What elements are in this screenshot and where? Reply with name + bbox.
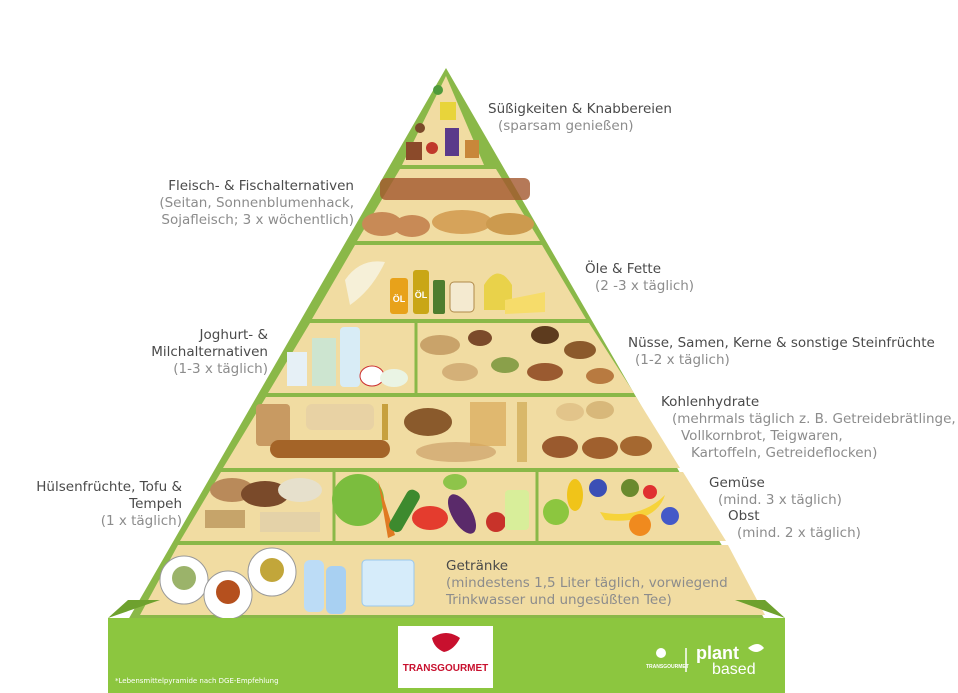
transgourmet-logo-text: TRANSGOURMET (402, 663, 489, 674)
label-drinks-sub2: Trinkwasser und ungesüßten Tee) (446, 592, 672, 608)
label-meat-sub1: (Seitan, Sonnenblumenhack, (159, 195, 354, 211)
label-carbs-sub2: Vollkornbrot, Teigwaren, (681, 428, 843, 444)
label-dairy-title2: Milchalternativen (151, 344, 268, 360)
fruit-illustration (543, 479, 679, 536)
plant-based-logo-based: based (712, 661, 756, 678)
nuts-illustration (420, 326, 614, 384)
label-nuts-title: Nüsse, Samen, Kerne & sonstige Steinfrüc… (628, 335, 935, 351)
tier-sweets (402, 76, 484, 165)
label-oils-sub: (2 -3 x täglich) (595, 278, 695, 294)
transgourmet-small-logo: TRANSGOURMET (646, 664, 689, 670)
label-drinks: Getränke (mindestens 1,5 Liter täglich, … (446, 558, 728, 609)
vegetables-illustration (332, 474, 529, 538)
label-oils-title: Öle & Fette (585, 261, 662, 277)
label-vegetables-title: Gemüse (709, 475, 765, 491)
label-legumes-title2: Tempeh (129, 496, 182, 512)
label-carbs-title: Kohlenhydrate (661, 394, 760, 410)
oil-bottle-label-1: ÖL (393, 294, 406, 304)
label-sweets-title: Süßigkeiten & Knabbereien (488, 101, 672, 117)
label-legumes-sub: (1 x täglich) (100, 513, 182, 529)
label-meat-title: Fleisch- & Fischalternativen (168, 178, 354, 194)
legumes-illustration (205, 478, 322, 532)
label-vegetables: Gemüse (mind. 3 x täglich) (709, 475, 842, 509)
label-vegetables-sub: (mind. 3 x täglich) (718, 492, 842, 508)
label-carbs-sub3: Kartoffeln, Getreideflocken) (691, 445, 878, 461)
label-legumes: Hülsenfrüchte, Tofu & Tempeh (1 x täglic… (36, 479, 182, 530)
label-drinks-title: Getränke (446, 558, 509, 574)
transgourmet-logo: TRANSGOURMET (398, 626, 493, 688)
label-legumes-title1: Hülsenfrüchte, Tofu & (36, 479, 182, 495)
dairy-alternatives-illustration (287, 327, 408, 387)
label-nuts: Nüsse, Samen, Kerne & sonstige Steinfrüc… (628, 335, 935, 369)
label-fruit: Obst (mind. 2 x täglich) (728, 508, 861, 542)
label-dairy-alternatives: Joghurt- & Milchalternativen (1-3 x tägl… (151, 327, 268, 378)
label-dairy-title1: Joghurt- & (199, 327, 268, 343)
carbs-illustration (256, 401, 652, 462)
label-oils: Öle & Fette (2 -3 x täglich) (585, 261, 694, 295)
plant-based-logo-plant: plant (696, 643, 739, 663)
transgourmet-logo-icon (432, 633, 460, 652)
label-meat-alternatives: Fleisch- & Fischalternativen (Seitan, So… (159, 178, 354, 229)
label-sweets: Süßigkeiten & Knabbereien (sparsam genie… (488, 101, 672, 135)
label-carbs-sub1: (mehrmals täglich z. B. Getreidebrätling… (672, 411, 956, 427)
label-sweets-sub: (sparsam genießen) (498, 118, 634, 134)
label-carbs: Kohlenhydrate (mehrmals täglich z. B. Ge… (661, 394, 956, 462)
oil-bottle-label-2: ÖL (415, 290, 428, 300)
oils-illustration (345, 261, 545, 314)
label-drinks-sub1: (mindestens 1,5 Liter täglich, vorwiegen… (446, 575, 728, 591)
sweets-illustration (406, 85, 479, 160)
label-fruit-sub: (mind. 2 x täglich) (737, 525, 861, 541)
label-dairy-sub: (1-3 x täglich) (173, 361, 268, 377)
label-fruit-title: Obst (728, 508, 760, 524)
footnote: *Lebensmittelpyramide nach DGE-Empfehlun… (115, 677, 279, 685)
tier-drinks (140, 545, 765, 615)
drinks-illustration (159, 547, 415, 620)
label-nuts-sub: (1-2 x täglich) (635, 352, 730, 368)
meat-alternatives-illustration (362, 178, 534, 237)
label-meat-sub2: Sojafleisch; 3 x wöchentlich) (161, 212, 354, 228)
